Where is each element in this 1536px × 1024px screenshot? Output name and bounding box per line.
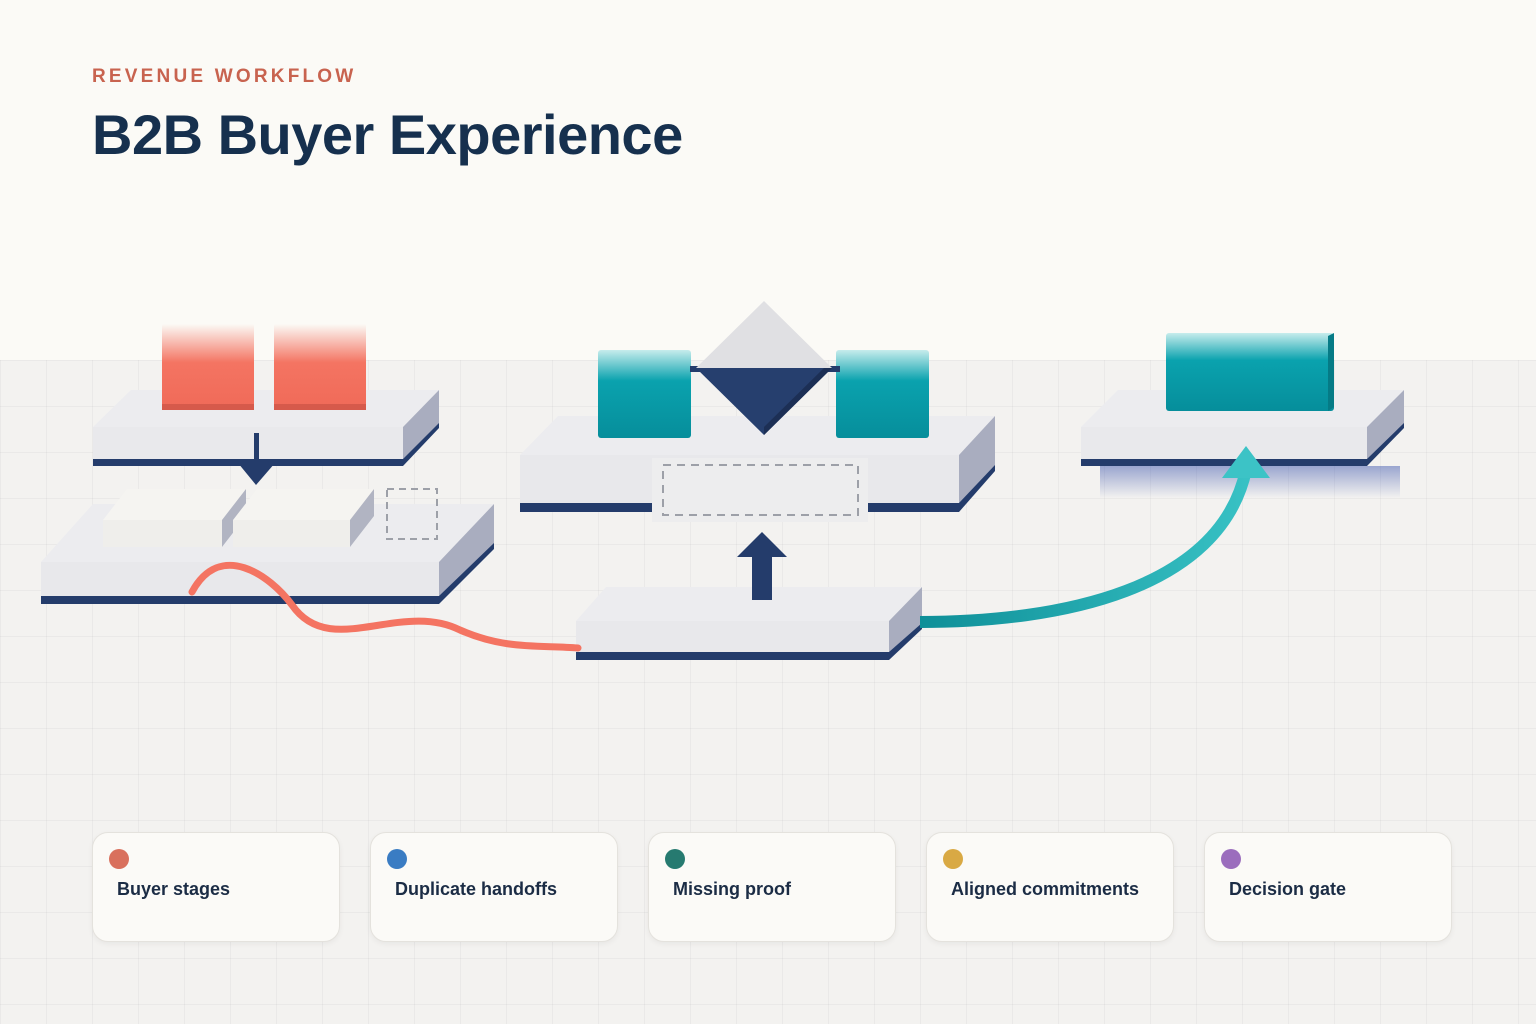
legend-label: Aligned commitments bbox=[951, 879, 1140, 899]
platform-aligned-commitments bbox=[1081, 333, 1404, 498]
teal-curved-connector bbox=[919, 468, 1252, 628]
aligned-commitments-dot bbox=[943, 849, 963, 869]
platform-buyer-stages-upper bbox=[93, 390, 439, 466]
legend-card-decision-gate: Decision gate bbox=[1204, 832, 1452, 942]
platform-proof-base bbox=[576, 587, 922, 660]
missing-proof-dot bbox=[665, 849, 685, 869]
coral-wavy-connector bbox=[188, 561, 582, 652]
legend-label: Missing proof bbox=[673, 879, 791, 899]
legend-card-duplicate-handoffs: Duplicate handoffs bbox=[370, 832, 618, 942]
legend-card-buyer-stages: Buyer stages bbox=[92, 832, 340, 942]
coral-stage-blocks bbox=[162, 324, 366, 410]
up-arrow-icon bbox=[737, 532, 787, 600]
section-eyebrow: REVENUE WORKFLOW bbox=[92, 66, 357, 87]
legend-label: Duplicate handoffs bbox=[395, 879, 558, 899]
handoff-blocks bbox=[103, 488, 438, 547]
header-background bbox=[0, 0, 1536, 360]
legend-card-missing-proof: Missing proof bbox=[648, 832, 896, 942]
missing-proof-placeholder bbox=[662, 464, 859, 516]
teal-arrowhead bbox=[1222, 446, 1270, 478]
down-arrow-icon bbox=[238, 433, 275, 485]
buyer-stages-dot bbox=[109, 849, 129, 869]
coral-block-2 bbox=[274, 324, 366, 410]
decision-gate-dot bbox=[1221, 849, 1241, 869]
coral-block-1 bbox=[162, 324, 254, 410]
decision-gate-icon bbox=[696, 301, 832, 435]
legend-label: Buyer stages bbox=[117, 879, 231, 899]
legend-card-aligned-commitments: Aligned commitments bbox=[926, 832, 1174, 942]
legend-label: Decision gate bbox=[1229, 879, 1347, 899]
duplicate-handoffs-dot bbox=[387, 849, 407, 869]
page-title: B2B Buyer Experience bbox=[92, 103, 683, 166]
missing-handoff-placeholder bbox=[386, 488, 438, 540]
